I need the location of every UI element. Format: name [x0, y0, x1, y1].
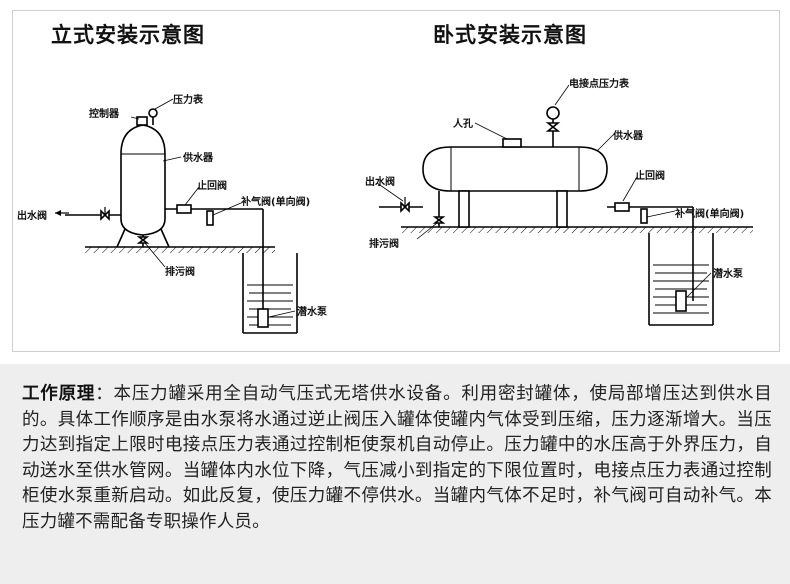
- label-water-tank-h: 供水器: [613, 131, 643, 142]
- working-principle-text: 工作原理：本压力罐采用全自动气压式无塔供水设备。利用密封罐体，使局部增压达到供水…: [22, 382, 772, 535]
- horizontal-installation-title: 卧式安装示意图: [433, 23, 587, 47]
- label-submersible-pump: 潜水泵: [297, 307, 327, 318]
- label-check-valve-h: 止回阀: [635, 171, 665, 182]
- label-outlet-valve: 出水阀: [17, 211, 47, 222]
- label-air-valve-h: 补气阀(单向阀): [675, 209, 745, 220]
- label-controller: 控制器: [89, 109, 119, 120]
- drain-valve-symbol: [136, 236, 150, 244]
- horizontal-installation: [376, 84, 753, 326]
- tank-support-left: [458, 190, 470, 228]
- label-drain-valve: 排污阀: [165, 267, 195, 278]
- check-valve-symbol: [614, 202, 630, 212]
- ground-hatch: [401, 227, 753, 233]
- working-principle-heading: 工作原理: [22, 384, 96, 404]
- air-valve-symbol: [640, 208, 648, 224]
- well-water: [247, 284, 293, 326]
- tank-support-right: [556, 190, 568, 228]
- label-air-valve: 补气阀(单向阀): [241, 197, 311, 208]
- tank-leg-right: [160, 228, 170, 248]
- label-manhole: 人孔: [453, 119, 473, 130]
- label-outlet-valve-h: 出水阀: [365, 177, 395, 188]
- vertical-installation-title: 立式安装示意图: [51, 23, 205, 47]
- pressure-gauge-dial: [148, 108, 158, 118]
- label-submersible-pump-h: 潜水泵: [713, 269, 743, 280]
- controller-box: [136, 116, 148, 126]
- heading-separator: ：: [95, 384, 114, 404]
- label-water-tank: 供水器: [183, 153, 213, 164]
- air-valve-symbol: [206, 210, 214, 226]
- installation-diagram-panel: 立式安装示意图 卧式安装示意图: [12, 10, 780, 352]
- submersible-pump-symbol: [257, 308, 269, 328]
- manhole-symbol: [502, 138, 522, 148]
- vertical-installation: [55, 98, 298, 334]
- contact-gauge-dial: [546, 106, 560, 120]
- check-valve-symbol: [176, 204, 192, 214]
- working-principle-body: 本压力罐采用全自动气压式无塔供水设备。利用密封罐体，使局部增压达到供水目的。具体…: [22, 384, 772, 532]
- label-pressure-gauge: 压力表: [173, 95, 203, 106]
- working-principle-panel: 工作原理：本压力罐采用全自动气压式无塔供水设备。利用密封罐体，使局部增压达到供水…: [0, 364, 790, 584]
- submersible-pump-symbol: [675, 290, 687, 312]
- label-check-valve: 止回阀: [197, 181, 227, 192]
- installation-schematic: [55, 84, 753, 334]
- tank-leg-left: [116, 228, 126, 248]
- ground-hatch: [85, 247, 275, 253]
- label-contact-gauge: 电接点压力表: [569, 79, 629, 90]
- drain-valve-symbol: [432, 216, 446, 224]
- vertical-tank: [120, 124, 166, 236]
- label-drain-valve-h: 排污阀: [369, 239, 399, 250]
